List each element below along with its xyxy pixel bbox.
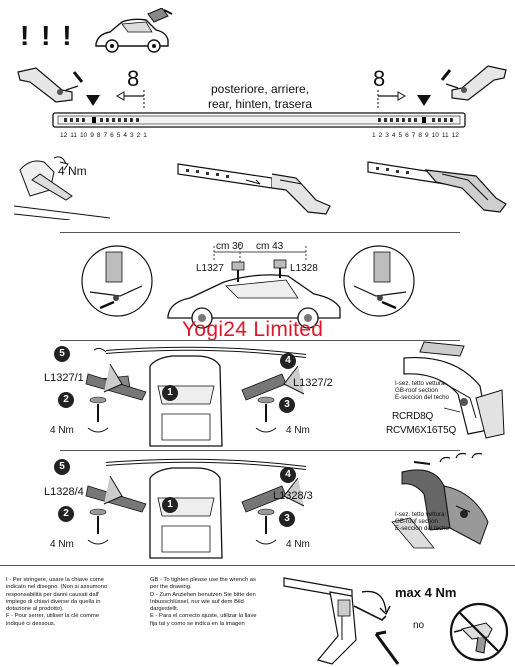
step-3-badge: 3 [279, 511, 295, 527]
panel1-torque-right: 4 Nm [286, 425, 310, 436]
instr-line: I - Per stringere, usare la chiave come [6, 577, 104, 583]
instr-line: GB - To tighten please use the wrench as [150, 577, 256, 583]
tighten-illustration [13, 156, 111, 220]
panel2-section-line3: E-seccion del techo [395, 525, 449, 532]
watermark: Yogi24 Limited [182, 318, 324, 341]
panel2-section-line1: I-sez. tetto vettura [395, 511, 445, 518]
instr-line: indiqué ci dessous. [6, 620, 56, 627]
position-caption-line1: posteriore, arriere, [210, 82, 310, 96]
foot-bracket-left [17, 67, 84, 103]
dimension-lines [213, 244, 307, 262]
panel2-label-left: L1328/4 [44, 486, 84, 498]
step-1-badge: 1 [162, 385, 178, 401]
instr-line: impiego di chiavi diverse da quella in [6, 598, 101, 605]
car-mounting-illustration [167, 259, 341, 329]
position-caption-line2: rear, hinten, trasera [207, 97, 313, 111]
instr-line: per the drawing. [150, 584, 192, 591]
step-1-badge: 1 [162, 497, 178, 513]
torque-label: 4 Nm [58, 164, 87, 178]
panel1-label-left: L1327/1 [44, 372, 84, 384]
instr-line: responsabilità per danni causati dall' [6, 591, 100, 598]
panel2-torque-right: 4 Nm [286, 539, 310, 550]
left-setting-value: 8 [127, 66, 140, 91]
instr-line: fija tal y como se indica en la imagen [150, 620, 245, 627]
section-divider [60, 340, 460, 341]
drill-icon [449, 602, 509, 662]
dimension-right: cm 43 [256, 241, 284, 252]
instr-line: E - Para el correcto ajuste, utilizar la… [150, 613, 257, 620]
panel2-label-right: L1328/3 [273, 490, 313, 502]
panel1-section-line1: I-sez. tetto vettura [395, 380, 445, 387]
instructions-col2: GB - To tighten please use the wrench as… [150, 577, 280, 628]
bar-foot-illustration-2 [367, 161, 507, 213]
instr-line: dotazione al prodotto). [6, 606, 64, 613]
marker-left-icon [86, 95, 100, 106]
panel2-assembly-illustration [85, 458, 307, 559]
step-4-badge: 4 [280, 353, 296, 369]
instr-line: indicato nel disegno. (Non si assumono [6, 584, 108, 591]
panel1-section-line3: E-seccion del techo [395, 394, 449, 401]
part-label-left: L1327 [196, 263, 224, 274]
warning-marks: ! ! ! [20, 20, 74, 51]
bar-foot-illustration-1 [177, 163, 331, 215]
marker-right-icon [417, 95, 431, 106]
step-2-badge: 2 [58, 392, 74, 408]
panel2-torque-left: 4 Nm [50, 539, 74, 550]
panel1-torque-left: 4 Nm [50, 425, 74, 436]
detail-circle-left [81, 245, 153, 317]
wrench-icon [283, 577, 400, 665]
panel2-roof-section-illustration [391, 452, 489, 549]
section-divider [60, 232, 460, 233]
left-scale: 12 11 10 9 8 7 6 5 4 3 2 1 [60, 132, 147, 139]
foot-bracket-right [440, 65, 507, 101]
max-torque-label: max 4 Nm [395, 585, 457, 600]
step-4-badge: 4 [280, 467, 296, 483]
instr-line: dargestellt. [150, 606, 179, 613]
panel2-section-line2: GB-roof section [395, 518, 438, 525]
panel1-assembly-illustration [85, 346, 307, 447]
right-setting-value: 8 [373, 66, 386, 91]
step-5-badge: 5 [54, 346, 70, 362]
no-label: no [413, 620, 425, 631]
panel1-section-line2: GB-roof section [395, 387, 438, 394]
step-3-badge: 3 [279, 397, 295, 413]
section-divider [60, 450, 460, 451]
arrow-icon [115, 90, 145, 108]
part-label-right: L1328 [290, 263, 318, 274]
panel1-roof-section-illustration [403, 341, 505, 439]
instructions-col1: I - Per stringere, usare la chiave come … [6, 577, 146, 628]
panel1-label-right: L1327/2 [293, 377, 333, 389]
step-5-badge: 5 [54, 459, 70, 475]
instr-line: F - Pour serrer, utiliser la clé comme [6, 613, 100, 620]
car-icon [95, 8, 173, 53]
instr-line: Inbusschlüssel, nur wie auf dem Bild [150, 598, 244, 605]
panel1-code-2: RCVM6X16T5Q [386, 425, 457, 436]
arrow-icon [377, 90, 407, 108]
detail-circle-right [343, 245, 415, 317]
roof-bar-scale [52, 112, 466, 128]
panel1-code-1: RCRD8Q [392, 411, 434, 422]
dimension-left: cm 30 [216, 241, 244, 252]
right-scale: 1 2 3 4 5 6 7 8 9 10 11 12 [372, 132, 459, 139]
step-2-badge: 2 [58, 506, 74, 522]
section-divider [0, 565, 515, 566]
instr-line: D - Zum Anziehen benutzen Sie bitte den [150, 591, 256, 598]
